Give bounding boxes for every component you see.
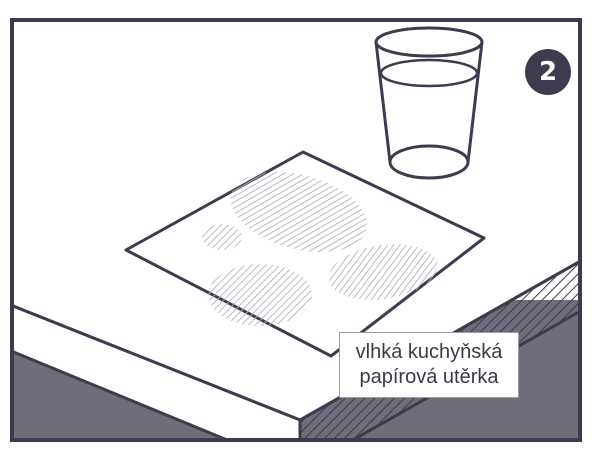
callout-label: vlhká kuchyňská papírová utěrka xyxy=(339,332,519,398)
callout-line-1: vlhká kuchyňská xyxy=(340,340,518,365)
step-number: 2 xyxy=(539,57,557,87)
wet-spot xyxy=(202,224,242,250)
wet-spot xyxy=(208,264,312,326)
glass-of-water xyxy=(376,28,482,178)
callout-line-2: papírová utěrka xyxy=(340,365,518,390)
step-number-badge: 2 xyxy=(525,49,571,95)
